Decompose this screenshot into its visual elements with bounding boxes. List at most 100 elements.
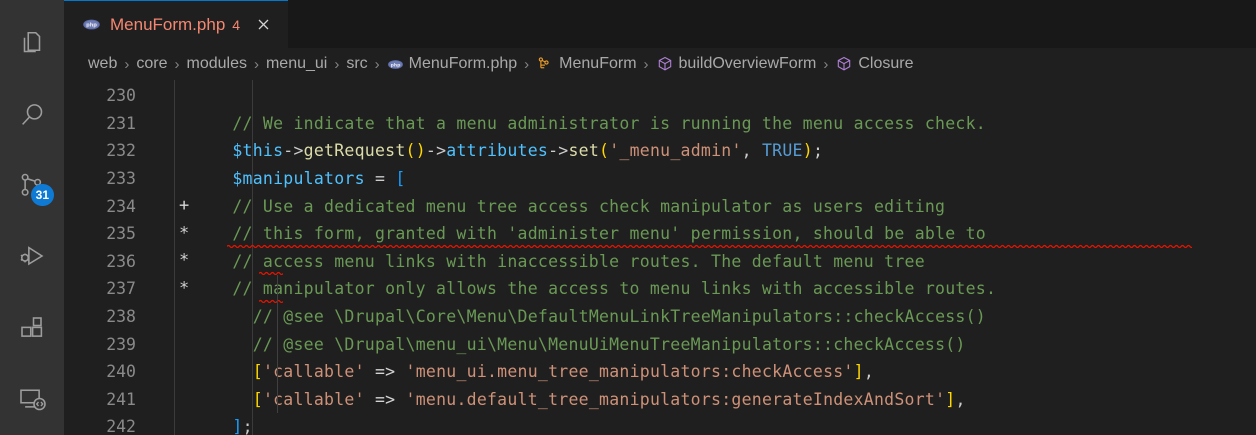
breadcrumb-label: web: [88, 55, 118, 72]
line-number: 237: [106, 279, 136, 299]
line-gutter: [156, 413, 212, 435]
code-token: 'callable': [262, 389, 365, 409]
code-line[interactable]: 241 ['callable' => 'menu.default_tree_ma…: [64, 386, 1256, 414]
breadcrumb-label: buildOverviewForm: [678, 55, 817, 72]
code-token: [212, 224, 232, 243]
gutter-divider-1: [174, 80, 175, 435]
line-number: 231: [106, 113, 136, 133]
code-token: ,: [741, 141, 762, 161]
close-icon[interactable]: [252, 14, 274, 36]
code-token: ,: [955, 389, 966, 409]
line-gutter: [156, 82, 212, 110]
code-token: $manipulators: [232, 169, 365, 189]
breadcrumb-item-web[interactable]: web: [88, 55, 117, 73]
breadcrumb-label: MenuForm.php: [408, 55, 518, 72]
svg-text:php: php: [390, 62, 400, 68]
line-number: 235: [106, 224, 136, 244]
code-token: TRUE: [762, 141, 803, 161]
breadcrumb-label: modules: [186, 55, 247, 72]
breadcrumb-item-modules[interactable]: modules: [186, 55, 246, 73]
editor-tab-error-count: 4: [232, 16, 241, 33]
code-token: // access menu links with inaccessible r…: [232, 251, 925, 271]
breadcrumb-item-menuform-php[interactable]: php MenuForm.php: [387, 55, 518, 73]
breadcrumb-item-menuform-class[interactable]: MenuForm: [536, 55, 637, 73]
code-token: '_menu_admin': [609, 141, 742, 161]
code-line[interactable]: 233 $manipulators = [: [64, 165, 1256, 193]
code-line[interactable]: 237* // manipulator only allows the acce…: [64, 275, 1256, 303]
editor-tab-bar: php MenuForm.php 4: [64, 0, 1256, 48]
activity-bar-item-remote-explorer[interactable]: [0, 364, 64, 435]
line-number: 241: [106, 389, 136, 409]
code-token: ;: [812, 141, 824, 161]
code-line[interactable]: 240 ['callable' => 'menu_ui.menu_tree_ma…: [64, 358, 1256, 386]
code-editor[interactable]: 230 231 // We indicate that a menu admini…: [64, 80, 1256, 435]
line-number: 239: [106, 334, 136, 354]
code-token: $this: [232, 141, 284, 161]
error-squiggle: [227, 243, 1192, 248]
line-gutter: [156, 303, 212, 331]
code-token: ]: [945, 389, 956, 409]
code-token: ,: [863, 362, 874, 382]
code-line[interactable]: 231 // We indicate that a menu administr…: [64, 110, 1256, 138]
activity-bar-item-explorer[interactable]: [0, 8, 64, 79]
line-gutter: [156, 330, 212, 358]
gutter-asterisk-marker-icon: *: [179, 223, 190, 244]
code-token: ->: [283, 141, 304, 161]
code-token: 'callable': [262, 362, 365, 382]
indent-guide: [277, 275, 278, 414]
code-line[interactable]: 235* // this form, granted with 'adminis…: [64, 220, 1256, 248]
code-token: 'menu.default_tree_manipulators:generate…: [405, 389, 946, 409]
breadcrumb-label: Closure: [858, 55, 914, 72]
method-symbol-icon: [835, 55, 853, 73]
php-file-icon: php: [82, 15, 101, 34]
code-token: [: [252, 362, 263, 382]
code-line[interactable]: 234+ // Use a dedicated menu tree access…: [64, 192, 1256, 220]
run-and-debug-icon: [17, 242, 47, 272]
code-token: [395, 362, 405, 381]
code-token: // We indicate that a menu administrator…: [232, 113, 986, 133]
activity-bar-item-search[interactable]: [0, 79, 64, 150]
code-line[interactable]: 230: [64, 82, 1256, 110]
class-symbol-icon: [536, 55, 554, 73]
code-line[interactable]: 236 * // access menu links with inaccessi…: [64, 248, 1256, 276]
code-token: [365, 390, 375, 409]
code-line[interactable]: 232 $this->getRequest()->attributes->set…: [64, 137, 1256, 165]
breadcrumb-item-buildoverviewform[interactable]: buildOverviewForm: [656, 55, 817, 73]
code-token: ->: [425, 141, 447, 161]
code-token: [212, 362, 253, 381]
breadcrumb-item-core[interactable]: core: [136, 55, 167, 73]
activity-bar-item-run-and-debug[interactable]: [0, 222, 64, 293]
breadcrumb-label: MenuForm: [559, 55, 637, 72]
line-gutter: *: [156, 220, 212, 248]
code-line[interactable]: 238 // @see \Drupal\Core\Menu\DefaultMen…: [64, 303, 1256, 331]
line-gutter: [156, 165, 212, 193]
breadcrumb-separator: ›: [124, 55, 130, 73]
breadcrumb-label: core: [136, 55, 168, 72]
line-content: ['callable' => 'menu_ui.menu_tree_manipu…: [212, 362, 1256, 381]
code-token: [212, 114, 232, 133]
line-number: 238: [106, 307, 136, 327]
line-content: ['callable' => 'menu.default_tree_manipu…: [212, 390, 1256, 409]
code-line[interactable]: 239 // @see \Drupal\menu_ui\Menu\MenuUiM…: [64, 330, 1256, 358]
code-token: [365, 362, 375, 381]
line-gutter: [156, 110, 212, 138]
php-file-icon: php: [387, 56, 404, 73]
line-gutter: *: [156, 248, 212, 276]
line-content: $this->getRequest()->attributes->set('_m…: [212, 141, 1256, 160]
activity-bar-item-extensions[interactable]: [0, 293, 64, 364]
breadcrumb-item-closure[interactable]: Closure: [835, 55, 913, 73]
line-number: 230: [106, 86, 136, 106]
editor-tab-menuform-php[interactable]: php MenuForm.php 4: [64, 0, 289, 48]
line-number: 236: [106, 251, 136, 271]
breadcrumb-separator: ›: [334, 55, 340, 73]
breadcrumb: web › core › modules › menu_ui › src ›: [64, 48, 1256, 80]
code-line[interactable]: 242 ];: [64, 413, 1256, 435]
line-content: // @see \Drupal\Core\Menu\DefaultMenuLin…: [212, 307, 1256, 326]
breadcrumb-item-menu-ui[interactable]: menu_ui: [266, 55, 327, 73]
code-token: [212, 307, 253, 326]
activity-bar-item-source-control[interactable]: 31: [0, 150, 64, 221]
code-token: (: [405, 141, 416, 161]
breadcrumb-item-src[interactable]: src: [346, 55, 367, 73]
line-content: // @see \Drupal\menu_ui\Menu\MenuUiMenuT…: [212, 335, 1256, 354]
